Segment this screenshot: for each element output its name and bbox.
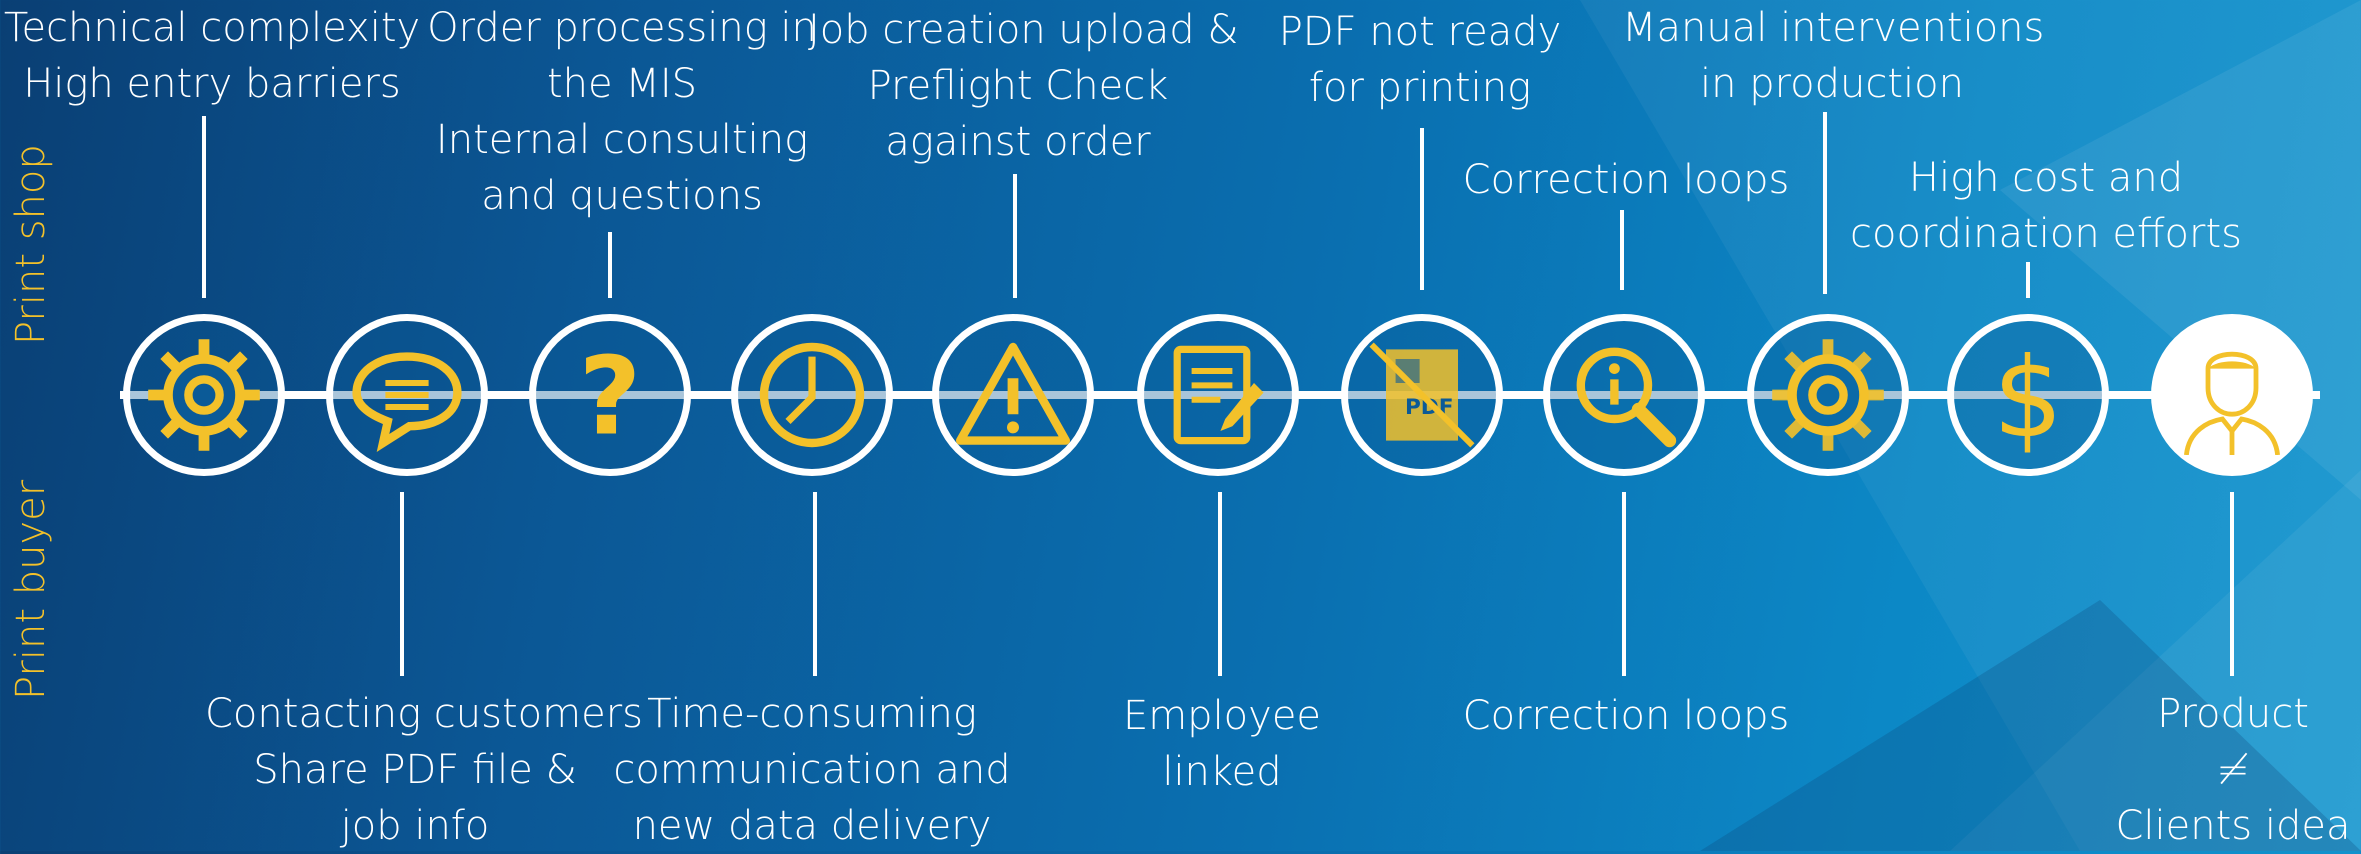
top-label-high-cost: High cost and coordination efforts [1836,150,2256,262]
label-line: Clients idea [2115,803,2351,849]
warning-icon [932,314,1094,476]
top-label-correction-loops: Correction loops [1416,152,1836,208]
label-line: Technical complexity [3,5,421,51]
bottom-label-time-consuming: Time-consuming communication and new dat… [602,686,1022,854]
bottom-label-product: Product ≠ Clients idea [2023,686,2361,854]
side-label-print-shop: Print shop [8,144,54,345]
connector-bottom [813,492,817,676]
label-line: new data delivery [632,803,992,849]
connector-top [202,116,206,298]
label-line: Contacting customers [205,691,644,737]
question-mark-icon: ? [529,314,691,476]
svg-text:?: ? [579,335,642,455]
label-line: High cost and [1908,155,2184,201]
bottom-label-employee-linked: Employee linked [1012,688,1432,800]
label-line: Time-consuming [647,691,977,737]
label-line: PDF not ready [1278,9,1562,55]
bottom-label-contacting-customers: Contacting customers Share PDF file & jo… [205,686,644,854]
dollar-icon: $ [1947,314,2109,476]
label-line: Preflight Check [867,63,1169,109]
top-label-technical-complexity: Technical complexity High entry barriers [2,0,422,112]
connector-top [1823,112,1827,294]
label-line: the MIS [546,61,698,107]
label-line: and questions [481,173,763,219]
label-line: Employee [1122,693,1322,739]
label-line: communication and [613,747,1011,793]
top-label-pdf-not-ready: PDF not ready for printing [1210,4,1630,116]
label-line: job info [340,803,490,849]
connector-top [2026,262,2030,298]
connector-top [1013,174,1017,298]
label-line: coordination efforts [1850,211,2242,257]
side-label-print-buyer: Print buyer [8,479,54,700]
gear-icon [123,314,285,476]
top-label-job-creation: Job creation upload & Preflight Check ag… [808,2,1239,170]
label-line: Product [2157,691,2309,737]
connector-top [608,232,612,298]
label-line: Job creation upload & [808,7,1239,53]
speech-bubble-icon [326,314,488,476]
connector-top [1620,210,1624,290]
label-line: Correction loops [1462,693,1790,739]
label-line: Internal consulting [435,117,809,163]
connector-bottom [1218,492,1222,676]
label-line: Correction loops [1462,157,1790,203]
label-line: High entry barriers [23,61,401,107]
pdf-crossed-icon: PDF [1341,314,1503,476]
clock-icon [731,314,893,476]
document-edit-icon [1137,314,1299,476]
connector-bottom [400,492,404,676]
label-line: against order [885,119,1151,165]
top-label-manual-interventions: Manual interventions in production [1622,0,2045,112]
connector-top [1420,128,1424,290]
person-icon [2151,314,2313,476]
gear-icon [1747,314,1909,476]
bottom-label-correction-loops: Correction loops [1416,688,1836,744]
magnifier-info-icon [1543,314,1705,476]
svg-text:$: $ [1993,335,2063,455]
label-line: linked [1162,749,1282,795]
label-line: for printing [1308,65,1532,111]
connector-bottom [2230,492,2234,676]
label-line: in production [1700,61,1964,107]
label-line: Manual interventions [1622,5,2045,51]
label-line: ≠ [2216,747,2250,793]
top-label-order-processing: Order processing in the MIS Internal con… [412,0,832,224]
label-line: Share PDF file & [253,747,577,793]
connector-bottom [1622,492,1626,676]
label-line: Order processing in [427,5,817,51]
